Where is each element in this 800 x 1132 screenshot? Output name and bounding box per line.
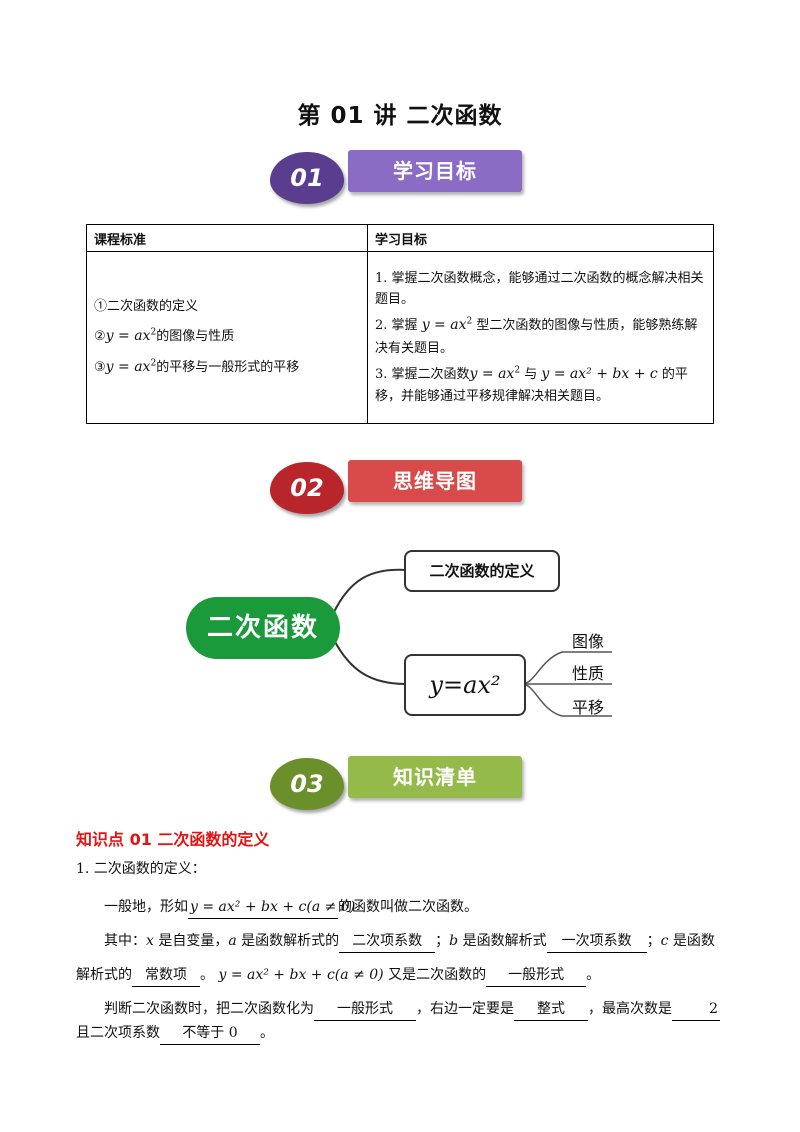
- section-banner-mindmap: 02 思维导图: [270, 460, 530, 516]
- section-label: 思维导图: [348, 460, 522, 502]
- item-number: ③: [94, 360, 106, 376]
- goals-cell: 1. 掌握二次函数概念，能够通过二次函数的概念解决相关题目。 2. 掌握 y =…: [367, 251, 714, 424]
- standard-text: 的图像与性质: [156, 329, 235, 345]
- standard-text: 的平移与一般形式的平移: [156, 360, 300, 376]
- answer-blank: 常数项: [132, 964, 200, 987]
- goal-text: 与: [524, 366, 538, 382]
- section-number: 03: [270, 758, 344, 810]
- formula-blank: y = ax² + bx + c(a ≠ 0): [188, 896, 355, 919]
- mindmap-leaf-translation: 平移: [571, 698, 604, 717]
- goal-item: 1. 掌握二次函数概念，能够通过二次函数的概念解决相关题目。: [375, 270, 704, 307]
- knowledge-paragraph: 其中：x 是自变量，a 是函数解析式的二次项系数；b 是函数解析式一次项系数；c…: [104, 930, 715, 953]
- answer-blank: 一般形式: [314, 998, 416, 1021]
- goal-item: 3. 掌握二次函数y = ax2 与 y = ax² + bx + c 的平移，…: [375, 365, 688, 405]
- section-banner-goals: 01 学习目标: [270, 150, 530, 206]
- goal-text: 3. 掌握二次函数: [375, 366, 470, 382]
- standard-item: ①二次函数的定义: [94, 298, 199, 314]
- formula: y = ax: [105, 359, 151, 376]
- formula: y = ax² + bx + c: [541, 365, 658, 382]
- goal-item: 2. 掌握 y = ax2 型二次函数的图像与性质，能够熟练解决有关题目。: [375, 317, 698, 356]
- answer-blank: 一次项系数: [546, 930, 647, 953]
- mindmap-leaf-properties: 性质: [571, 664, 604, 683]
- answer-blank: 2: [672, 998, 720, 1021]
- mindmap-leaf-graph: 图像: [571, 632, 604, 651]
- page-title: 第 01 讲 二次函数: [297, 103, 503, 129]
- mindmap-branch-definition: 二次函数的定义: [404, 550, 560, 592]
- knowledge-heading: 知识点 01 二次函数的定义: [76, 830, 270, 849]
- table-header-goal: 学习目标: [367, 224, 714, 252]
- goal-text: 的平移，并能够通过平移规律解决相关题目。: [375, 366, 688, 405]
- section-banner-knowledge: 03 知识清单: [270, 756, 530, 812]
- knowledge-paragraph: 解析式的常数项。 y = ax² + bx + c(a ≠ 0) 又是二次函数的…: [76, 964, 600, 987]
- standards-cell: ①二次函数的定义 ②y = ax2的图像与性质 ③y = ax2的平移与一般形式…: [86, 251, 368, 424]
- formula: y = ax: [469, 365, 515, 382]
- standard-item: ②y = ax2的图像与性质: [94, 327, 235, 345]
- goal-text: 2. 掌握: [375, 318, 418, 334]
- section-label: 学习目标: [348, 150, 522, 192]
- answer-blank: 整式: [514, 998, 588, 1021]
- goals-table: 课程标准 学习目标 ①二次函数的定义 ②y = ax2的图像与性质 ③y = a…: [86, 224, 714, 424]
- section-number: 01: [270, 152, 344, 204]
- standard-item: ③y = ax2的平移与一般形式的平移: [94, 358, 300, 376]
- section-label: 知识清单: [348, 756, 522, 798]
- section-number: 02: [270, 462, 344, 514]
- goal-text: 型二次函数的图像与性质，能够熟练解决有关题目。: [375, 318, 698, 356]
- table-header-standard: 课程标准: [86, 224, 368, 252]
- formula: y = ax: [421, 317, 467, 334]
- answer-blank: 一般形式: [486, 964, 587, 987]
- answer-blank: 二次项系数: [339, 930, 436, 953]
- mindmap-center: 二次函数: [186, 597, 340, 659]
- item-number: ②: [94, 329, 106, 345]
- formula: y = ax: [105, 328, 151, 345]
- answer-blank: 不等于 0: [160, 1022, 260, 1045]
- mindmap-branch-formula: y=ax²: [404, 654, 526, 716]
- knowledge-paragraph: 且二次项系数不等于 0。: [76, 1022, 274, 1045]
- knowledge-item: 1. 二次函数的定义：: [76, 861, 206, 877]
